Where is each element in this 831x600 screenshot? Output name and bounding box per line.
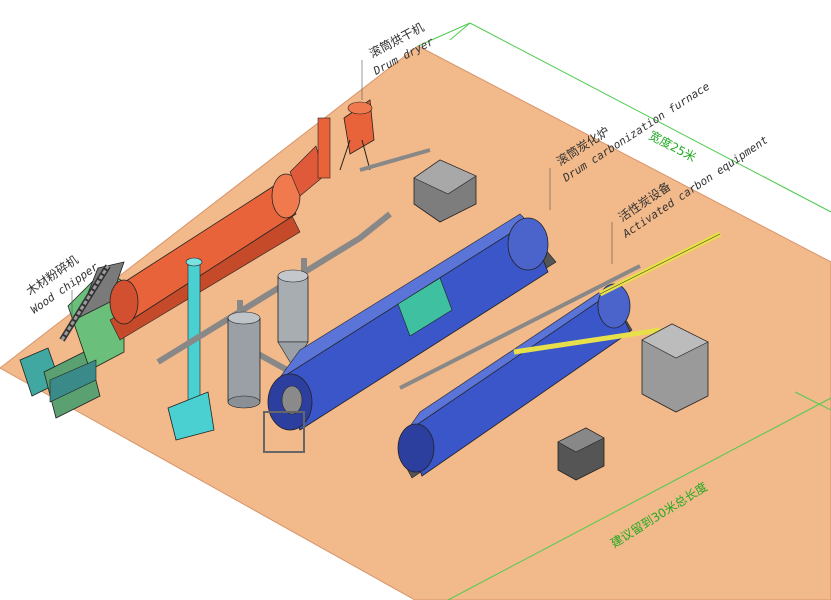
length-dimension: [447, 391, 831, 600]
width-dimension: [417, 22, 831, 213]
gas-tank: [227, 311, 261, 409]
storage-box: [641, 323, 709, 413]
wood-chipper: [19, 261, 125, 419]
yellow-pipe-outline: [599, 233, 721, 295]
width-dimension-label: 宽度25米: [647, 127, 699, 164]
carbonization-furnace: [263, 213, 557, 453]
feed-hopper: [413, 159, 477, 223]
separator-tower: [277, 269, 309, 363]
activated-carbon-furnace: [397, 264, 641, 479]
control-cabinet: [557, 427, 605, 481]
drum-dryer: [109, 99, 431, 341]
